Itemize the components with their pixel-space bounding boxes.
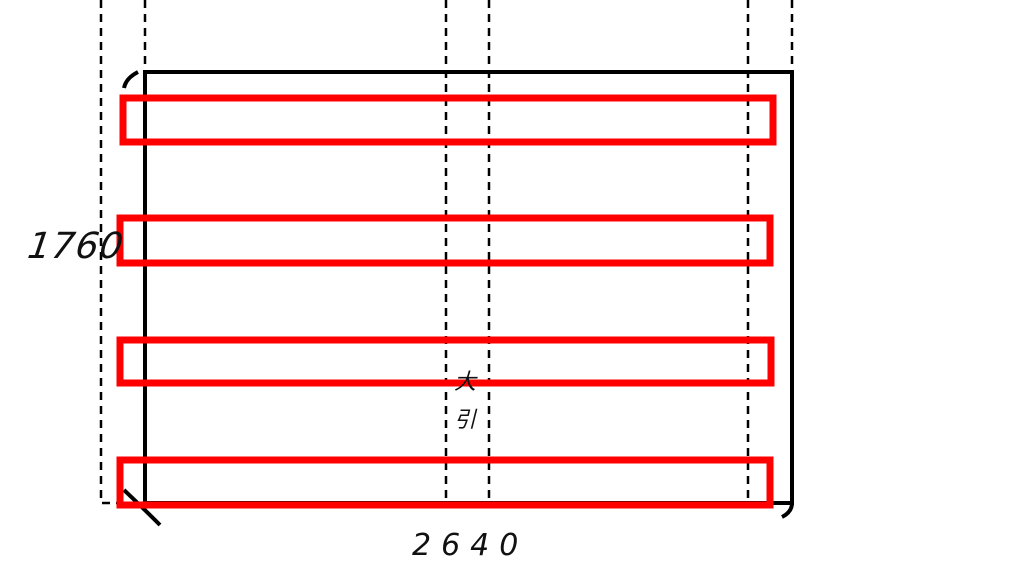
member-3 (116, 336, 775, 387)
members (116, 94, 777, 509)
member-1 (119, 94, 777, 146)
height-dimension-label: 1760 (25, 226, 127, 267)
member-4 (116, 456, 774, 509)
corner-mark-bottom-right (781, 502, 794, 519)
corner-mark-top-left (122, 70, 139, 89)
width-dimension-label: 2640 (412, 528, 529, 563)
member-2 (116, 214, 774, 267)
member-label: 大引 (453, 370, 476, 433)
guide-lines (99, 0, 794, 505)
